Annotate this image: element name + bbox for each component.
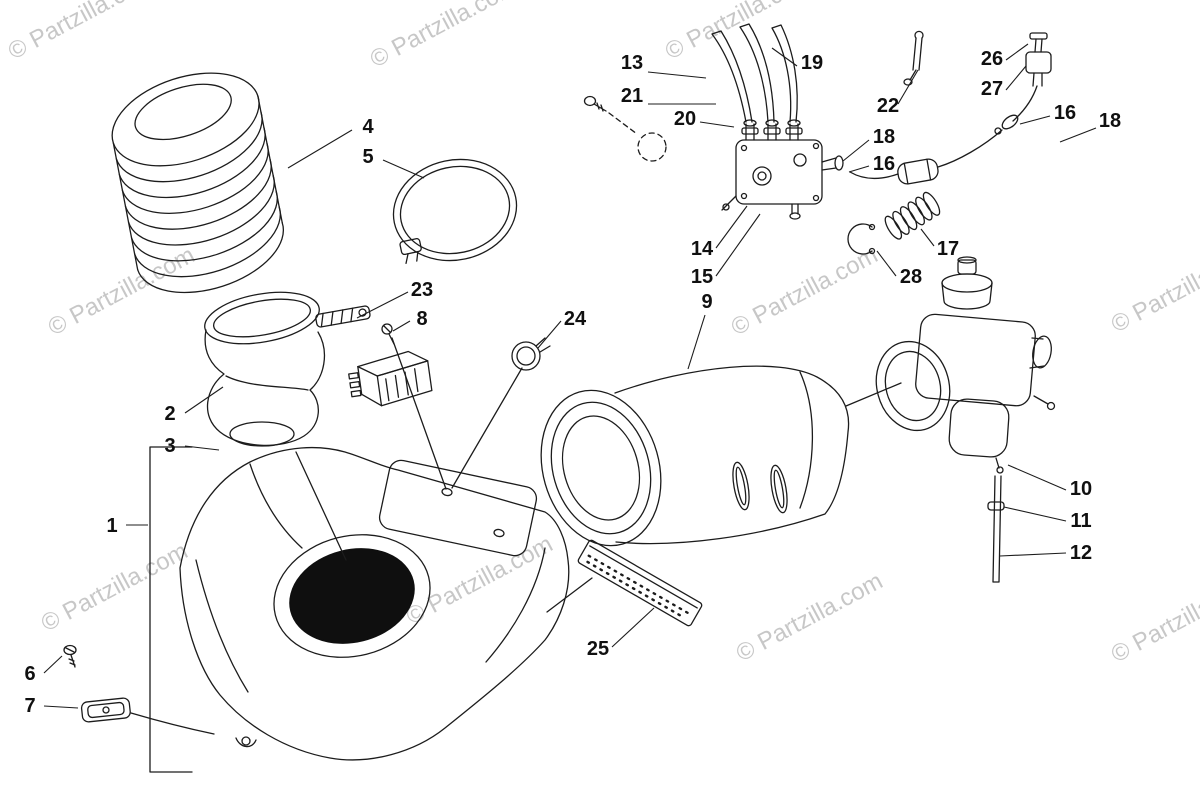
assembly-lines <box>295 337 902 561</box>
callout-9: 9 <box>701 291 712 313</box>
callout-2-leader <box>184 386 224 414</box>
callout-16-right: 16 <box>1054 102 1076 124</box>
watermark: © Partzilla.com <box>661 0 816 65</box>
watermark: © Partzilla.com <box>1107 238 1200 338</box>
callout-18-right-leader <box>1059 127 1097 143</box>
watermark: © Partzilla.com <box>727 241 882 341</box>
callout-25-leader <box>611 607 655 648</box>
callout-28: 28 <box>900 266 922 288</box>
callout-6-leader <box>43 655 63 674</box>
callout-5: 5 <box>362 146 373 168</box>
watermark: © Partzilla.com <box>366 0 521 73</box>
callout-13: 13 <box>621 52 643 74</box>
callout-26: 26 <box>981 48 1003 70</box>
callout-17-leader <box>920 228 935 247</box>
callout-15-leader <box>715 213 761 277</box>
callout-4-leader <box>287 129 353 169</box>
callout-10: 10 <box>1070 478 1092 500</box>
callout-10-leader <box>1007 464 1067 491</box>
callout-11: 11 <box>1070 510 1091 532</box>
diagram-line-art <box>63 23 1056 773</box>
callout-27-leader <box>1005 65 1027 91</box>
callout-5-leader <box>382 159 425 179</box>
callout-25: 25 <box>587 638 609 660</box>
air-intake-hose-drawing <box>111 72 285 294</box>
watermark: © Partzilla.com <box>1107 568 1200 668</box>
callout-26-leader <box>1005 43 1029 61</box>
mounting-screw-drawing <box>583 95 667 162</box>
pin-22-drawing <box>903 30 924 86</box>
callout-24: 24 <box>564 308 587 330</box>
callout-27: 27 <box>981 78 1003 100</box>
callout-7-leader <box>43 705 79 709</box>
screw-8-drawing <box>381 323 395 345</box>
callout-19: 19 <box>801 52 823 74</box>
hose-clamp-drawing <box>392 158 518 264</box>
callout-14-leader <box>715 205 748 249</box>
intake-boot-drawing <box>204 291 326 447</box>
callout-3-leader <box>184 445 220 451</box>
clamp-24-drawing <box>511 337 551 371</box>
callout-2: 2 <box>164 403 175 425</box>
bracket-drawing <box>315 305 371 328</box>
drain-tube-drawing <box>987 475 1005 583</box>
callout-8-leader <box>392 320 411 332</box>
callout-23: 23 <box>411 279 433 301</box>
foam-seal-drawing <box>546 539 703 627</box>
callout-23-leader <box>356 291 409 319</box>
fuel-line-coupler-drawing <box>937 114 1019 168</box>
watermark: © Partzilla.com <box>732 567 887 667</box>
callout-22: 22 <box>877 95 899 117</box>
callout-20: 20 <box>674 108 696 130</box>
callout-16-mid: 16 <box>873 153 895 175</box>
callout-28-leader <box>876 250 897 277</box>
tank-plate-drawing <box>378 459 538 557</box>
fuel-pump-drawing <box>721 119 844 220</box>
callout-22-leader <box>897 69 919 105</box>
spring-drawing <box>884 191 941 240</box>
callout-8: 8 <box>416 308 427 330</box>
callout-6: 6 <box>24 663 35 685</box>
screw-6-drawing <box>63 644 77 668</box>
callout-13-leader <box>647 71 707 79</box>
watermarks: © Partzilla.com © Partzilla.com © Partzi… <box>4 0 1200 668</box>
callout-16-mid-leader <box>848 165 870 173</box>
fuel-tank-drawing <box>179 446 570 761</box>
callout-leaders <box>43 43 1097 709</box>
callout-21: 21 <box>621 85 643 107</box>
watermark: © Partzilla.com <box>44 241 199 341</box>
callout-4: 4 <box>362 116 374 138</box>
fuel-hoses-drawing <box>711 23 798 123</box>
carburetor-drawing <box>875 256 1056 474</box>
watermark: © Partzilla.com <box>402 530 557 630</box>
callout-18-mid-leader <box>842 139 870 162</box>
callout-24-leader <box>537 320 562 349</box>
plate-7-drawing <box>80 697 215 735</box>
watermark: © Partzilla.com <box>37 537 192 637</box>
callout-15: 15 <box>691 266 713 288</box>
callout-9-leader <box>687 314 706 370</box>
callout-1: 1 <box>106 515 117 537</box>
callout-11-leader <box>1003 506 1067 522</box>
fuel-filter-drawing <box>849 158 939 185</box>
callout-3: 3 <box>164 435 175 457</box>
callout-labels: 13 21 19 20 22 26 27 16 18 18 16 4 5 14 … <box>24 48 1121 717</box>
callout-14: 14 <box>691 238 714 260</box>
callout-18-mid: 18 <box>873 126 895 148</box>
airbox-drawing <box>540 365 850 547</box>
part-1-bracket <box>149 446 193 773</box>
callout-12-leader <box>999 552 1067 557</box>
fuel-valve-drawing <box>1012 32 1052 122</box>
c-clip-drawing <box>847 223 876 255</box>
callout-19-leader <box>771 47 798 67</box>
callout-20-leader <box>699 121 735 128</box>
watermark: © Partzilla.com <box>4 0 159 65</box>
callout-18-right: 18 <box>1099 110 1121 132</box>
callout-17: 17 <box>937 238 959 260</box>
callout-7: 7 <box>24 695 35 717</box>
callout-16-right-leader <box>1019 115 1051 125</box>
sensor-bracket-drawing <box>348 350 433 407</box>
callout-12: 12 <box>1070 542 1092 564</box>
